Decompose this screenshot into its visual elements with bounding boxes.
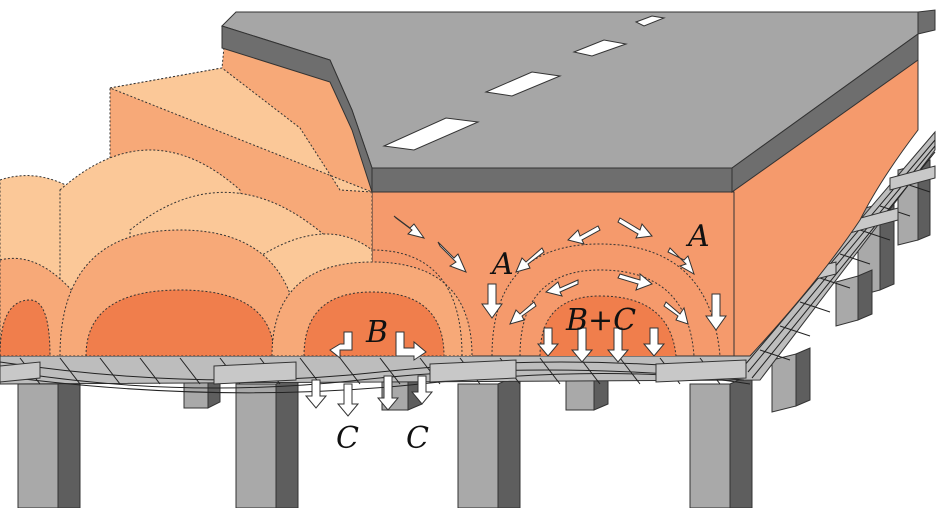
label-b: B	[365, 315, 388, 350]
pile	[772, 348, 810, 412]
pile	[458, 374, 520, 508]
arrow-icon	[338, 384, 358, 416]
label-a-upper: A	[685, 219, 710, 254]
pile	[690, 374, 752, 508]
label-c-right: C	[406, 421, 429, 456]
label-b-plus-c: B+C	[565, 303, 636, 338]
pile	[236, 374, 298, 508]
pile	[836, 270, 872, 326]
label-a-mid: A	[489, 247, 514, 282]
pile	[18, 374, 80, 508]
label-c-left: C	[336, 421, 359, 456]
